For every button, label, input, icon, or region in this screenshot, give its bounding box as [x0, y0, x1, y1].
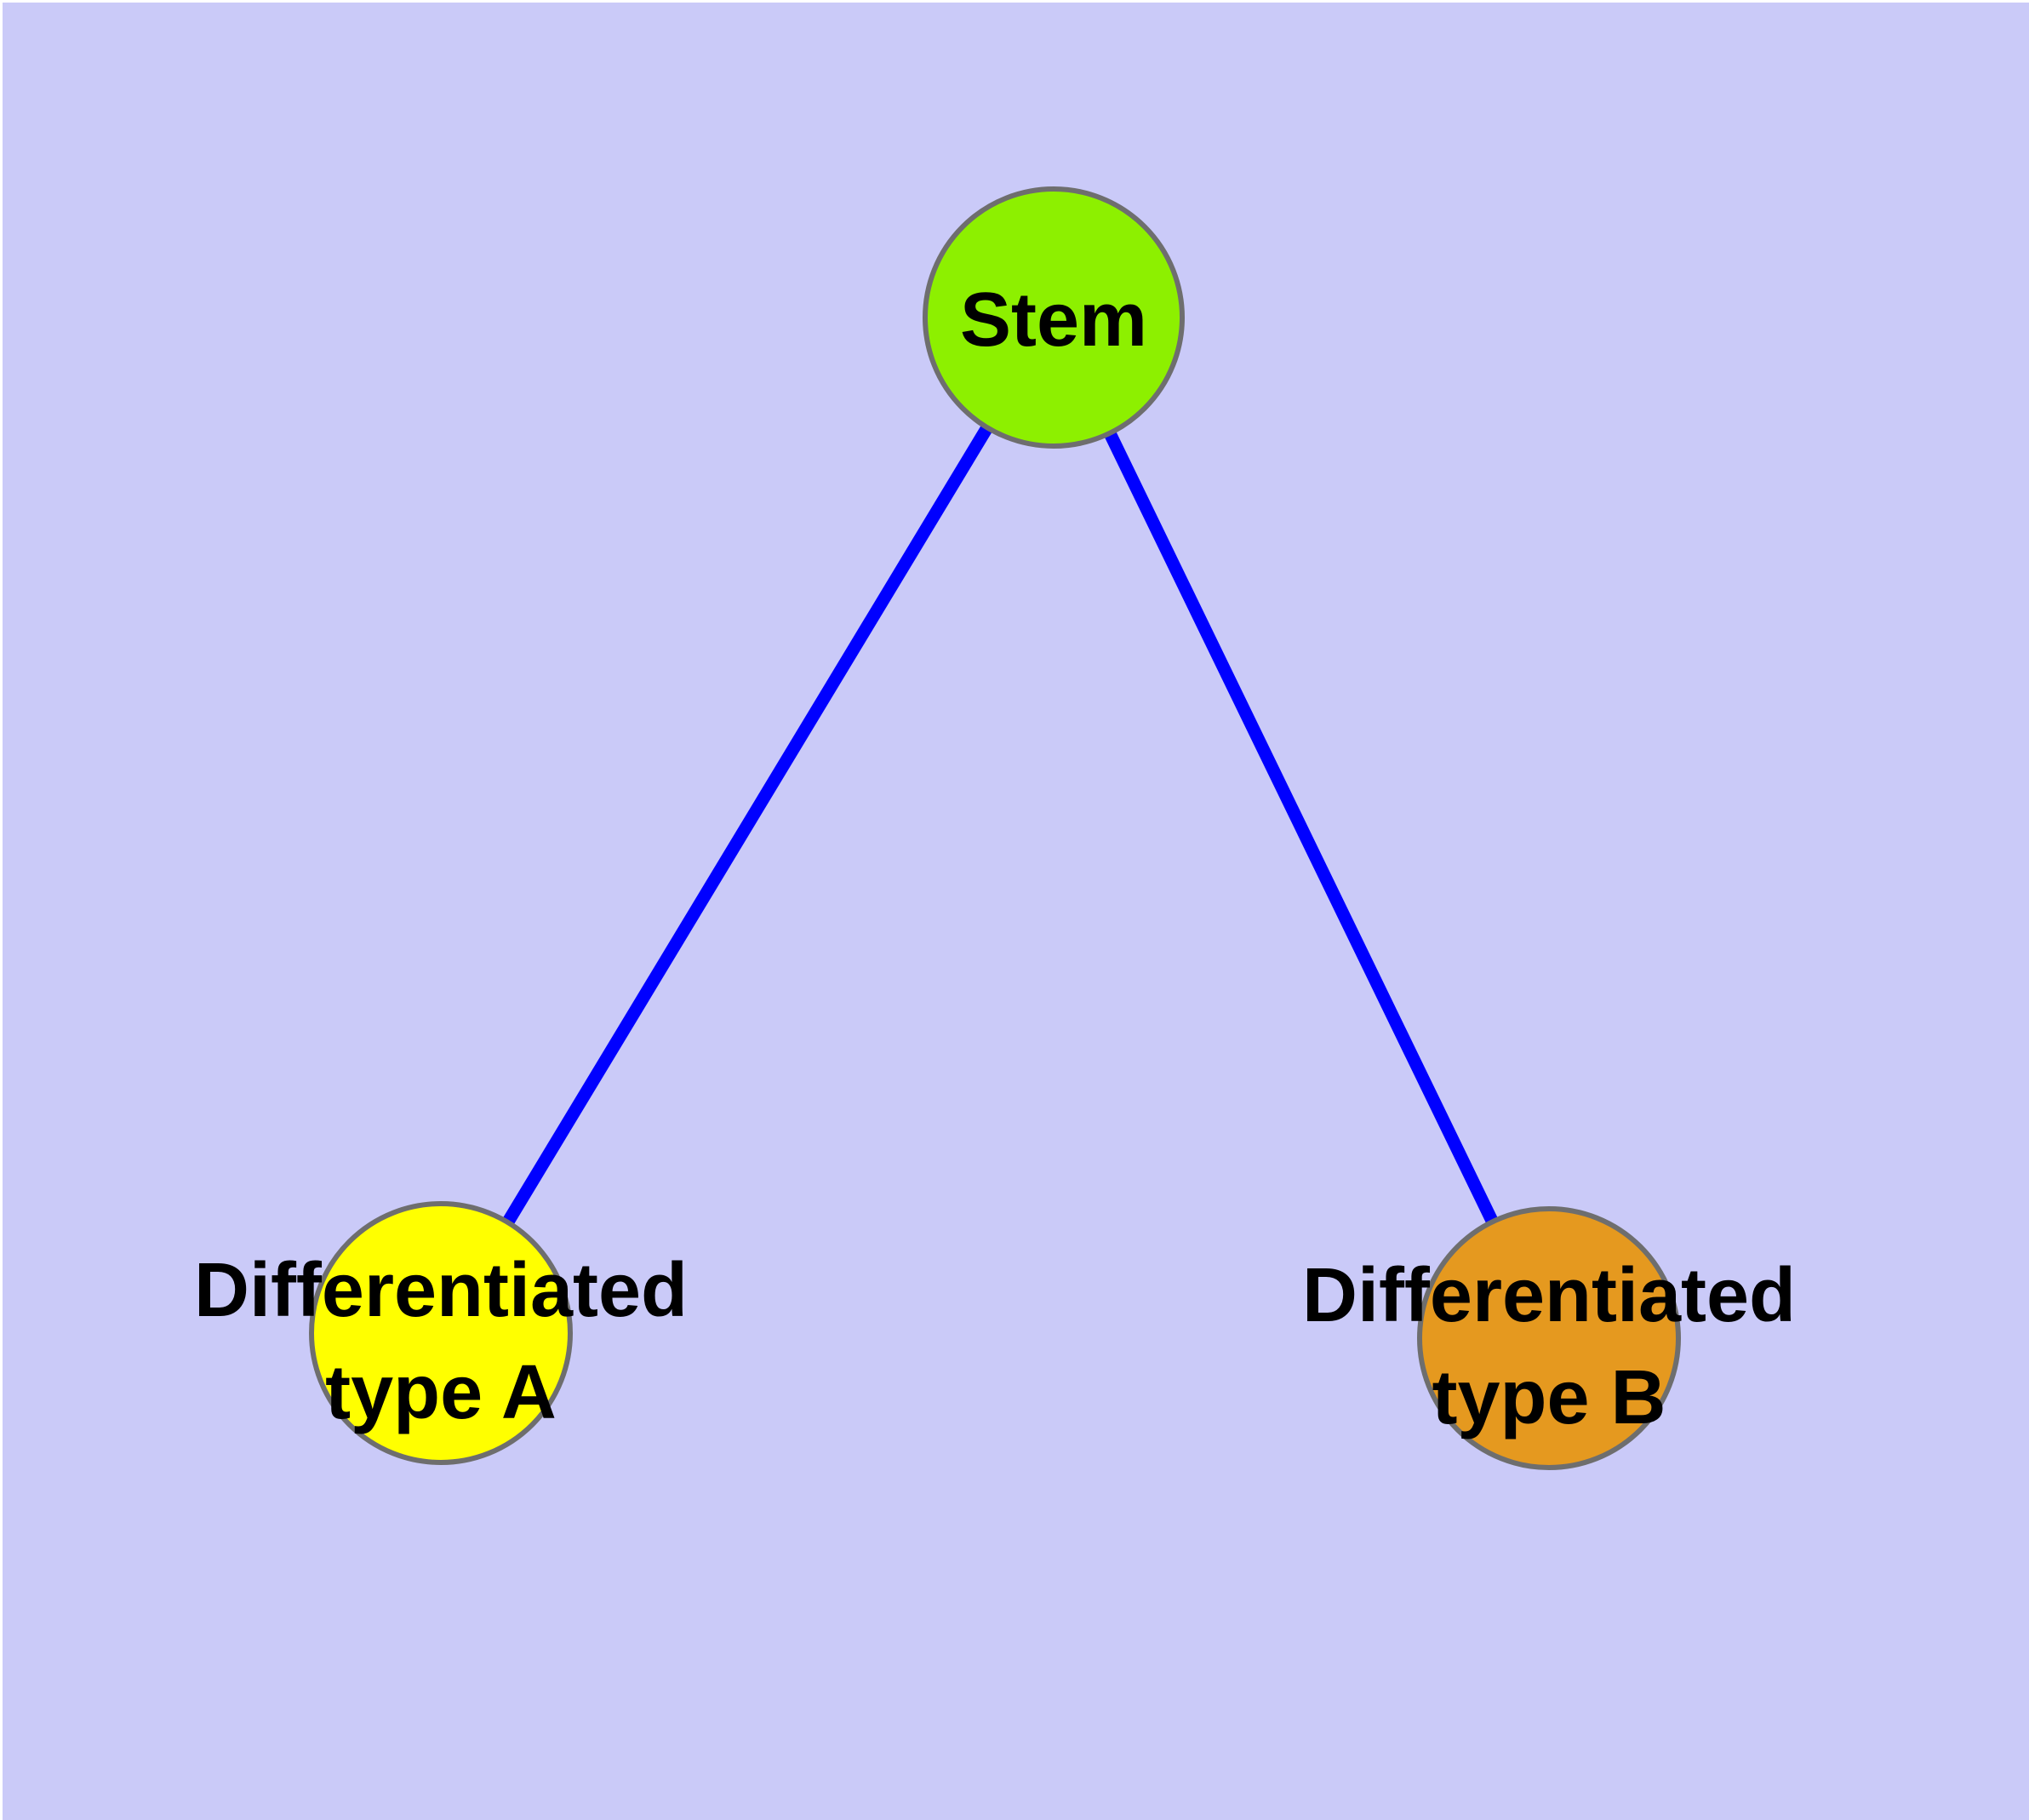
type-a-node-label-line2: type A — [325, 1350, 557, 1435]
type-b-node-circle — [1417, 1206, 1681, 1470]
edge-stem-to-type-a — [435, 314, 1060, 1336]
edge-stem-to-type-b — [1048, 314, 1555, 1342]
node-stem: Stem — [923, 186, 1185, 449]
node-differentiated-type-b: Differentiated type B — [1302, 1206, 1796, 1470]
type-b-node-label-line1: Differentiated — [1302, 1253, 1796, 1338]
type-a-node-circle — [309, 1201, 573, 1465]
stem-node-circle — [923, 186, 1185, 449]
type-b-node-label-line2: type B — [1432, 1355, 1666, 1440]
type-a-node-label-line1: Differentiated — [194, 1248, 688, 1333]
node-differentiated-type-a: Differentiated type A — [194, 1201, 688, 1465]
stem-node-label: Stem — [960, 278, 1147, 363]
